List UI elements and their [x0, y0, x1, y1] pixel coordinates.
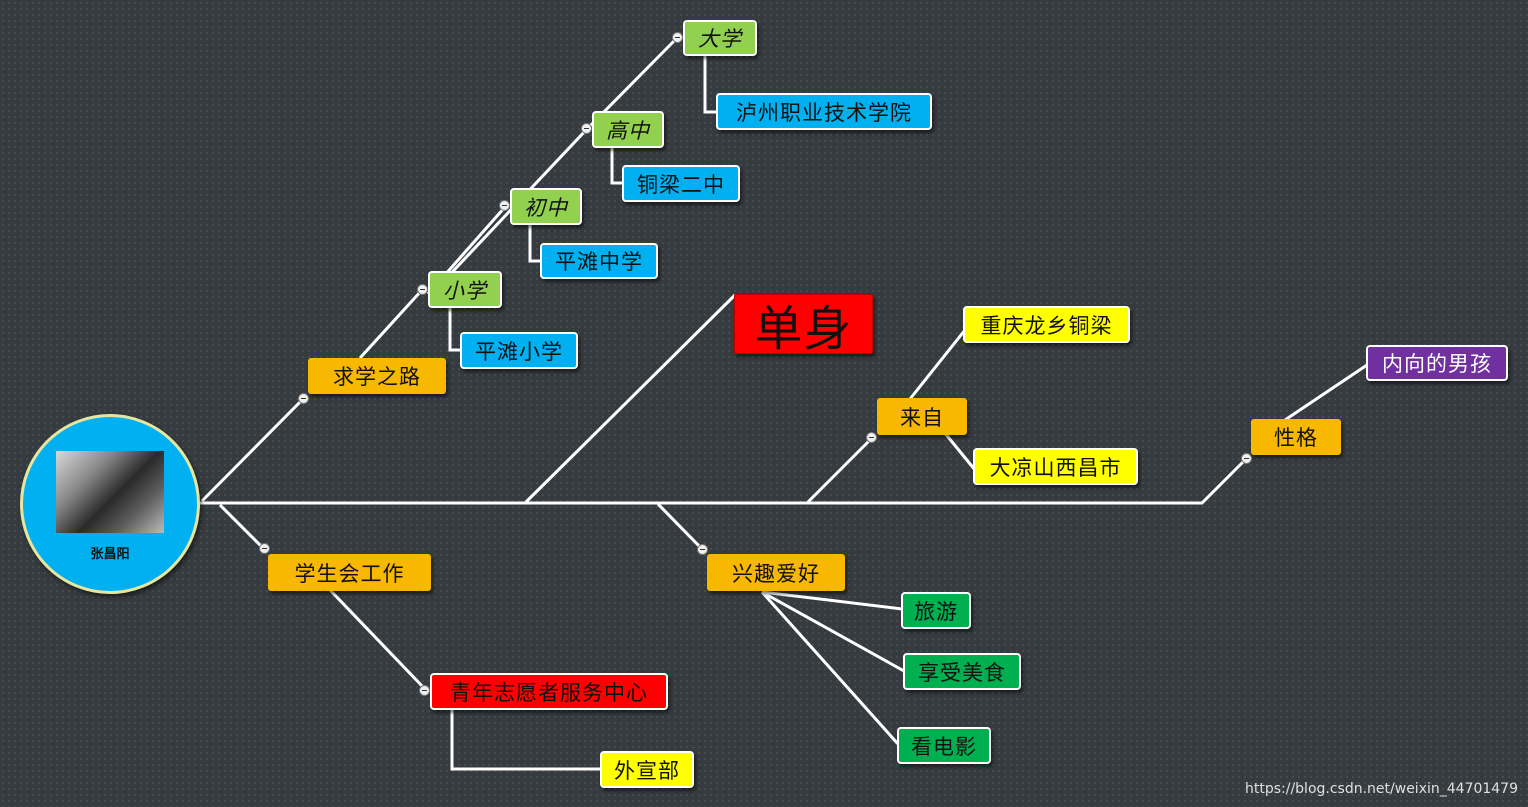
collapse-hobbies-toggle[interactable] [697, 544, 708, 555]
link-primary-school [448, 305, 462, 352]
node-student-union[interactable]: 学生会工作 [268, 554, 431, 591]
collapse-primary-toggle[interactable] [417, 284, 428, 295]
node-primary-school[interactable]: 平滩小学 [460, 332, 578, 369]
node-movies[interactable]: 看电影 [897, 727, 991, 764]
collapse-senior-toggle[interactable] [581, 123, 592, 134]
node-senior[interactable]: 高中 [592, 111, 664, 148]
profile-photo [56, 451, 164, 533]
node-primary[interactable]: 小学 [428, 271, 502, 308]
node-university-school[interactable]: 泸州职业技术学院 [716, 93, 932, 130]
link-volunteer-publicity [450, 708, 602, 771]
link-root-study [200, 396, 306, 503]
node-junior[interactable]: 初中 [510, 188, 582, 225]
root-node[interactable]: 张昌阳 [20, 414, 200, 594]
node-introvert[interactable]: 内向的男孩 [1366, 345, 1508, 381]
link-hobbies-movies [760, 590, 900, 746]
link-study-primary [358, 288, 424, 360]
link-from-chongqing [908, 329, 967, 400]
node-from-chongqing[interactable]: 重庆龙乡铜梁 [963, 306, 1130, 343]
link-hobbies-travel [761, 590, 903, 611]
node-personality[interactable]: 性格 [1251, 419, 1341, 455]
main-spine [200, 456, 1249, 505]
node-junior-school[interactable]: 平滩中学 [540, 243, 658, 279]
node-senior-school[interactable]: 铜梁二中 [622, 165, 740, 202]
node-food[interactable]: 享受美食 [903, 653, 1021, 690]
node-from[interactable]: 来自 [877, 398, 967, 435]
link-spine-from [806, 436, 874, 504]
link-senior-school [610, 146, 624, 185]
link-university-school [703, 55, 718, 114]
node-hobbies[interactable]: 兴趣爱好 [707, 554, 845, 591]
collapse-from-toggle[interactable] [866, 432, 877, 443]
collapse-volunteer-toggle[interactable] [419, 685, 430, 696]
link-union-volunteer [328, 588, 426, 690]
node-travel[interactable]: 旅游 [901, 592, 971, 629]
collapse-union-toggle[interactable] [259, 543, 270, 554]
node-volunteer[interactable]: 青年志愿者服务中心 [430, 673, 668, 710]
link-hobbies-food [761, 590, 905, 673]
root-name: 张昌阳 [90, 547, 130, 562]
node-from-liangshan[interactable]: 大凉山西昌市 [973, 448, 1138, 485]
link-from-liangshan [942, 431, 977, 471]
link-spine-hobbies [656, 502, 704, 551]
link-root-union [218, 503, 266, 551]
node-single[interactable]: 单身 [734, 294, 873, 357]
node-study-path[interactable]: 求学之路 [308, 358, 446, 394]
collapse-university-toggle[interactable] [672, 32, 683, 43]
node-publicity[interactable]: 外宣部 [600, 751, 694, 788]
collapse-study-toggle[interactable] [298, 393, 309, 404]
link-spine-single [524, 293, 737, 504]
link-personality-introvert [1284, 363, 1368, 422]
node-university[interactable]: 大学 [683, 20, 757, 56]
collapse-personality-toggle[interactable] [1241, 453, 1252, 464]
watermark-text: https://blog.csdn.net/weixin_44701479 [1244, 781, 1518, 797]
link-junior-school [528, 222, 542, 263]
collapse-junior-toggle[interactable] [499, 200, 510, 211]
